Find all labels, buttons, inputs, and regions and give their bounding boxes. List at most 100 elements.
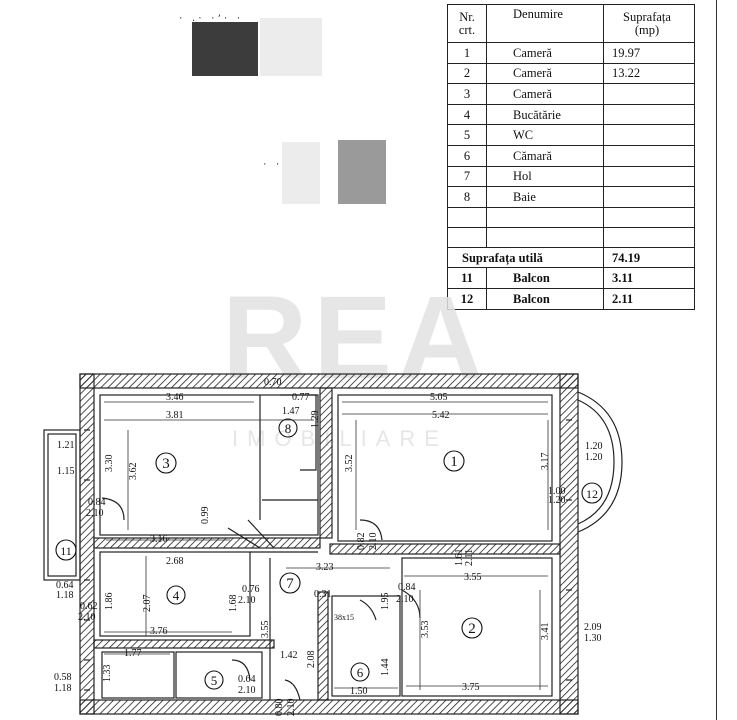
dim-label: 0.99: [200, 507, 211, 525]
dim-label: 1.18: [54, 683, 72, 694]
redacted-block: [192, 22, 258, 76]
dim-label: 2.10: [396, 594, 414, 605]
dim-label: 3.55: [260, 621, 271, 639]
dim-label: 0.64: [238, 674, 256, 685]
dim-label: 3.75: [462, 682, 480, 693]
room-5-number: 5: [211, 673, 218, 688]
room-4-circle: [166, 585, 186, 605]
dim-label: 2.10: [238, 685, 256, 696]
page-right-edge: [716, 0, 717, 720]
table-row-empty: [447, 226, 695, 248]
dim-label: 2.10: [286, 699, 297, 717]
header-area: Suprafața (mp): [603, 4, 695, 43]
dimension-lines: [104, 401, 549, 690]
useful-area-label: Suprafața utilă: [447, 246, 604, 269]
dim-label: 0.31: [314, 589, 332, 600]
dim-label: 3.76: [150, 626, 168, 637]
cell-name: Cameră: [486, 62, 604, 85]
header-name: Denumire: [486, 4, 604, 43]
dim-label: 1.20: [585, 441, 603, 452]
balcony-12: [577, 391, 623, 533]
room-12-number: 12: [586, 487, 598, 501]
dim-label: 0.84: [88, 497, 106, 508]
dim-label: 1.44: [380, 659, 391, 677]
dim-label: 3.55: [464, 572, 482, 583]
dim-label: 0.77: [292, 392, 310, 403]
dim-label: 2.10: [86, 508, 104, 519]
cell-area: 2.11: [603, 287, 695, 310]
dim-label: 1.95: [380, 593, 391, 611]
dim-label: 1.61: [454, 549, 465, 567]
redacted-block: [260, 18, 322, 76]
cell-empty: [603, 226, 695, 248]
dim-label: 2.08: [306, 651, 317, 669]
dim-label: 1.00: [548, 486, 566, 497]
dim-label: 3.16: [150, 534, 168, 545]
outer-walls: [79, 373, 579, 715]
dim-label: 3.52: [344, 455, 355, 473]
dim-label: 1.50: [350, 686, 368, 697]
room-2-circle: [461, 617, 483, 639]
room-8-circle: [278, 418, 298, 438]
cell-name: Cămară: [486, 144, 604, 167]
dim-label: 0.64: [56, 580, 74, 591]
dim-label: 1.15: [57, 466, 75, 477]
dim-label: 3.46: [166, 392, 184, 403]
useful-area-value: 74.19: [603, 246, 695, 269]
watermark-sub: IMOBILIARE: [232, 426, 448, 451]
dim-label: 0.84: [398, 582, 416, 593]
watermark-logo: REA IMOBILIARE: [222, 272, 483, 451]
dim-label: 5.42: [432, 410, 450, 421]
cell-area: 13.22: [603, 62, 695, 85]
dim-label: 1.47: [282, 406, 300, 417]
dim-label: 0.62: [80, 601, 98, 612]
dim-label: 5.05: [430, 392, 448, 403]
scan-noise: · ·: [262, 160, 282, 170]
dim-label: 3.30: [104, 455, 115, 473]
dim-label: 1.86: [104, 593, 115, 611]
room-3-number: 3: [162, 456, 170, 472]
dim-label: 0.76: [242, 584, 260, 595]
dim-label: 1.29: [310, 411, 321, 429]
dim-label: 1.20: [585, 452, 603, 463]
dim-label: 2.68: [166, 556, 184, 567]
dim-label: 1.21: [57, 440, 75, 451]
table-header-row: Nr. crt. Denumire Suprafața (mp): [447, 4, 695, 43]
room-4-number: 4: [173, 588, 180, 603]
useful-area-row: Suprafața utilă 74.19: [447, 246, 695, 269]
dim-label: 2.11: [464, 549, 475, 566]
dim-label: 1.77: [124, 648, 142, 659]
room-1-number: 1: [450, 454, 458, 470]
dim-label: 1.42: [280, 650, 298, 661]
dim-label: 1.68: [228, 595, 239, 613]
dim-label: 3.62: [128, 463, 139, 481]
cell-nr: 12: [447, 287, 487, 310]
dim-label: 3.81: [166, 410, 184, 421]
room-6-circle: [350, 662, 370, 682]
dim-label: 0.82: [356, 533, 367, 551]
dim-label: 2.10: [78, 612, 96, 623]
room-7-circle: [279, 572, 301, 594]
redacted-block: [338, 140, 386, 204]
dim-label: 1.33: [102, 665, 113, 683]
dim-label: 2.09: [584, 622, 602, 633]
dim-label: 0.80: [274, 699, 285, 717]
dim-label: 0.70: [264, 377, 282, 388]
balcony-11: [43, 429, 81, 581]
dim-label: 3.41: [540, 623, 551, 641]
dim-label: 3.17: [540, 453, 551, 471]
room-labels: [55, 418, 603, 690]
dim-label: 3.53: [420, 621, 431, 639]
redacted-block: [282, 142, 320, 204]
room-3-circle: [155, 452, 177, 474]
room-12-circle: [581, 482, 603, 504]
scan-noise: · .· ·ʼ· ·: [178, 14, 243, 24]
